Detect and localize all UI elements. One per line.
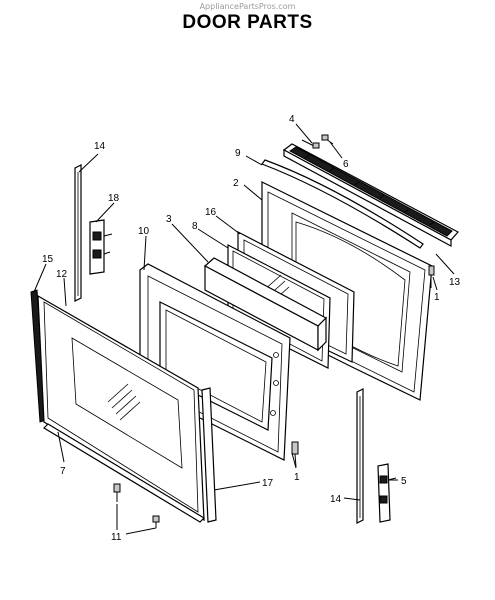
part-13-vent-trim <box>282 143 459 248</box>
part-3-insulation <box>203 257 327 352</box>
callout-18: 18 <box>108 193 120 204</box>
leader-lines <box>33 123 455 535</box>
callout-7: 7 <box>60 466 66 477</box>
part-7-bottom-trim <box>43 423 205 523</box>
callout-14-bottom: 14 <box>330 494 342 505</box>
callout-9: 9 <box>235 148 241 159</box>
part-1-clip-right <box>428 265 435 288</box>
callout-2: 2 <box>233 178 239 189</box>
part-12-outer-door <box>37 294 205 522</box>
part-10-door-frame <box>139 263 291 461</box>
callout-16: 16 <box>205 207 217 218</box>
callout-12: 12 <box>56 269 68 280</box>
part-14-hinge-channel-top <box>74 164 82 302</box>
callout-8: 8 <box>192 221 198 232</box>
callout-10: 10 <box>138 226 150 237</box>
callout-13: 13 <box>449 277 461 288</box>
part-11-screw <box>113 483 160 528</box>
watermark-text: AppliancePartsPros.com <box>199 2 296 11</box>
callout-1-bottom: 1 <box>294 472 300 483</box>
part-18-hinge <box>89 219 113 275</box>
callout-17: 17 <box>262 478 274 489</box>
part-5-hinge <box>377 463 397 523</box>
part-17-side-trim <box>201 387 217 523</box>
part-9-gasket <box>261 159 424 249</box>
diagram-title: DOOR PARTS <box>182 12 313 33</box>
callout-3: 3 <box>166 214 172 225</box>
callout-15: 15 <box>42 254 54 265</box>
part-4-screw <box>301 139 320 149</box>
callout-1-right: 1 <box>434 292 440 303</box>
callout-numbers: 4 6 9 14 2 18 16 10 3 8 15 12 13 1 1 7 1… <box>42 114 461 543</box>
callout-6: 6 <box>343 159 349 170</box>
part-14-hinge-channel-bottom <box>356 388 364 524</box>
callout-4: 4 <box>289 114 295 125</box>
callout-11: 11 <box>111 532 122 543</box>
callout-14-top: 14 <box>94 141 106 152</box>
part-6-screw <box>321 134 334 145</box>
part-1-clip-bottom <box>291 441 299 468</box>
callout-5: 5 <box>401 476 407 487</box>
